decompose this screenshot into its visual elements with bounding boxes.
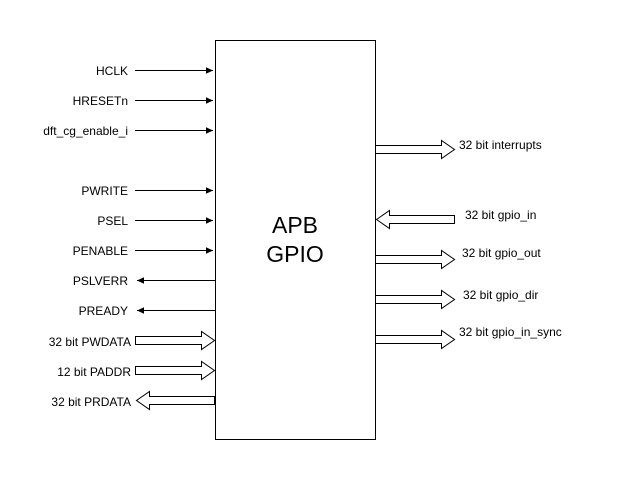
paddr-label: 12 bit PADDR xyxy=(57,365,131,379)
psel-label: PSEL xyxy=(97,214,128,228)
left-signal-penable: PENABLE xyxy=(73,244,213,258)
left-signal-pslverr: PSLVERR xyxy=(73,274,215,288)
gpio-block xyxy=(215,40,376,440)
block-title-line1: APB xyxy=(272,212,318,238)
right-signal-gpio-dir: 32 bit gpio_dir xyxy=(375,288,538,310)
left-signal-pwrite: PWRITE xyxy=(81,184,213,198)
left-signal-pwdata: 32 bit PWDATA xyxy=(49,330,216,351)
left-signal-hclk: HCLK xyxy=(96,64,213,78)
interrupts-bus-arrow xyxy=(375,139,456,160)
left-signal-prdata: 32 bit PRDATA xyxy=(51,390,215,411)
block-title-line2: GPIO xyxy=(266,241,324,267)
penable-label: PENABLE xyxy=(73,244,128,258)
right-signal-gpio-in-sync: 32 bit gpio_in_sync xyxy=(375,325,562,350)
gpio-dir-bus-arrow xyxy=(375,289,456,310)
pwdata-bus-arrow xyxy=(135,330,216,351)
gpio-out-bus-arrow xyxy=(375,249,456,270)
gpio-out-label: 32 bit gpio_out xyxy=(462,246,541,260)
left-signal-pready: PREADY xyxy=(79,304,215,318)
left-signal-dft-cg-enable: dft_cg_enable_i xyxy=(43,124,213,138)
pwdata-label: 32 bit PWDATA xyxy=(49,335,131,349)
left-signal-psel: PSEL xyxy=(97,214,213,228)
gpio-in-bus-arrow xyxy=(375,209,455,230)
gpio-in-sync-bus-arrow xyxy=(375,329,456,350)
right-signal-gpio-in: 32 bit gpio_in xyxy=(375,208,536,230)
paddr-bus-arrow xyxy=(135,360,216,381)
prdata-label: 32 bit PRDATA xyxy=(51,395,131,409)
gpio-in-sync-label: 32 bit gpio_in_sync xyxy=(459,325,562,339)
pready-label: PREADY xyxy=(79,304,128,318)
gpio-dir-label: 32 bit gpio_dir xyxy=(463,288,538,302)
hresetn-label: HRESETn xyxy=(73,94,128,108)
left-signal-paddr: 12 bit PADDR xyxy=(57,360,216,381)
pwrite-label: PWRITE xyxy=(81,184,128,198)
prdata-bus-arrow xyxy=(135,390,215,411)
interrupts-label: 32 bit interrupts xyxy=(459,138,542,152)
hclk-label: HCLK xyxy=(96,64,128,78)
right-signal-gpio-out: 32 bit gpio_out xyxy=(375,246,541,270)
pslverr-label: PSLVERR xyxy=(73,274,128,288)
right-signal-interrupts: 32 bit interrupts xyxy=(375,138,542,160)
gpio-in-label: 32 bit gpio_in xyxy=(465,208,536,222)
dft-cg-enable-label: dft_cg_enable_i xyxy=(43,124,128,138)
left-signal-hresetn: HRESETn xyxy=(73,94,213,108)
